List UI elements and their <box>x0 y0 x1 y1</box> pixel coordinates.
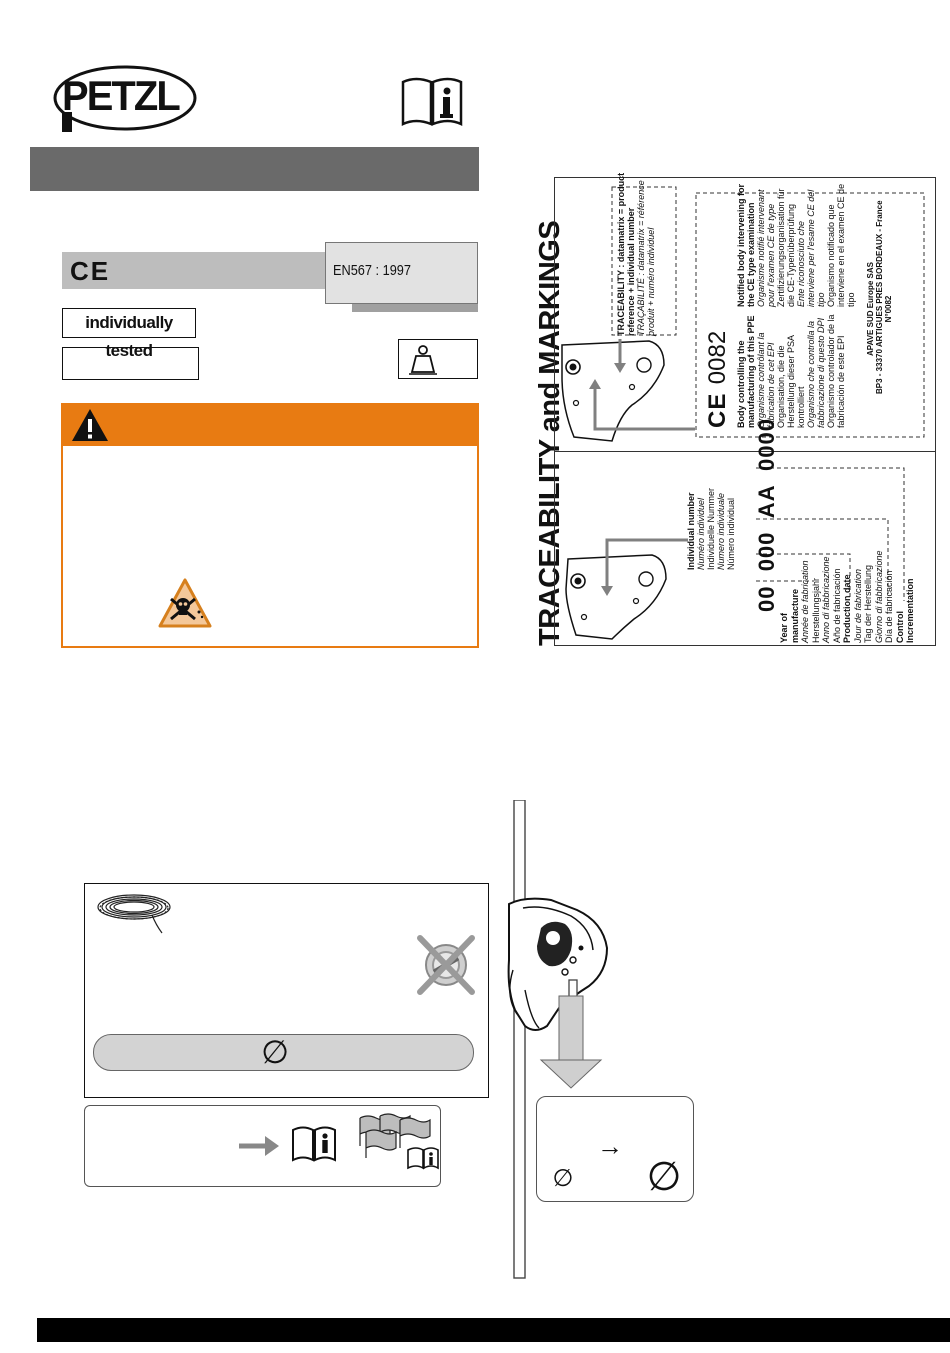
diameter-symbol-min: ∅ <box>552 1165 574 1192</box>
text-line: Numéro individuel <box>696 497 706 570</box>
petzl-logo: PETZL <box>52 64 198 132</box>
text-line: Année de fabrication <box>800 560 810 643</box>
manual-reference-box <box>84 1105 441 1187</box>
header-gray-band <box>30 147 479 191</box>
diameter-symbol-pill: ∅ <box>261 1034 289 1070</box>
text-line: Notified body intervening for <box>736 184 746 307</box>
grey-right-arrow <box>237 1133 281 1159</box>
text-line: Herstellungsjahr <box>810 577 821 643</box>
text-line: Tag der Herstellung <box>863 564 873 643</box>
text-line: Organisme notifié intervenant <box>756 189 766 307</box>
text-line: APAVE SUD Europe SAS <box>866 262 875 356</box>
down-arrow <box>539 995 603 1089</box>
text-line: Ente riconosciuto che <box>796 220 806 307</box>
pointer-arrows <box>593 339 695 590</box>
text-line: interviene en el examen CE de <box>836 183 846 307</box>
ce-band <box>62 252 326 289</box>
text-line: manufacture <box>789 588 800 643</box>
text-line: Día de fabricación <box>884 570 894 643</box>
text-line: Production date <box>842 574 852 643</box>
rope-coil-icon <box>94 891 174 935</box>
crossed-out-rope-icon <box>414 932 478 998</box>
text-line: Giorno di fabbricazione <box>873 550 884 643</box>
text-line: Organismo notificado que <box>826 204 836 307</box>
standard-box <box>325 242 478 304</box>
diameter-range-box <box>536 1096 694 1202</box>
panel-divider <box>555 451 935 452</box>
ce-mark: CE <box>70 256 111 286</box>
skull-danger-icon <box>158 577 212 629</box>
descender-device <box>507 897 609 1031</box>
footer-bar <box>37 1318 950 1342</box>
text-line: TRAÇABILITÉ : datamatrix = référence <box>636 180 646 336</box>
brand-text: PETZL <box>62 72 181 119</box>
manual-icon-small <box>291 1124 337 1162</box>
individually-tested-label: individually tested <box>62 308 196 360</box>
warning-triangle-icon <box>70 407 110 443</box>
traceability-panel <box>554 177 936 646</box>
text-line: TRACEABILITY : datamatrix = product <box>616 172 626 336</box>
text-line: Individuelle Nummer <box>706 487 716 570</box>
manual-book-info-icon <box>400 74 464 128</box>
device-drawing-top <box>561 340 665 442</box>
text-line: Individual number <box>686 492 696 570</box>
text-line: the CE type examination <box>746 202 756 307</box>
text-line: Numero individuale <box>716 492 726 570</box>
weight-box <box>398 339 478 379</box>
weight-icon <box>409 345 437 375</box>
warning-header <box>61 403 479 446</box>
diameter-pill <box>93 1034 474 1071</box>
range-arrow: → <box>597 1131 623 1161</box>
text-line: Anno di fabbricazione <box>821 556 831 643</box>
text-line: Year of <box>779 612 789 643</box>
text-line: produit + numéro individuel <box>646 227 656 336</box>
standard-text: EN567 : 1997 <box>333 262 411 279</box>
traceability-drawings <box>561 186 925 640</box>
text-line: Incrementation <box>905 578 915 643</box>
text-line: tipo <box>816 292 826 307</box>
petzl-logo-shape <box>53 65 197 132</box>
text-line: pour l'examen CE de type <box>766 203 776 307</box>
text-line: Jour de fabrication <box>852 568 863 643</box>
text-line: tipo <box>846 292 856 307</box>
rope-box <box>84 883 489 1098</box>
vertical-rope <box>513 800 526 1279</box>
text-line: Zertifizierungsorganisation für <box>776 188 786 307</box>
serial-number: 00 000 AA 0000 <box>754 418 779 612</box>
ce-number: 0082 <box>704 330 731 385</box>
text-line: BP3 - 33370 ARTIGUES PRES BORDEAUX - Fra… <box>875 200 884 394</box>
text-line: interviene per l'esame CE del <box>806 189 816 307</box>
text-line: N°0082 <box>884 295 893 323</box>
text-line: Año de fabricación <box>831 568 842 643</box>
ce-mark-small: CE <box>704 392 731 428</box>
diameter-symbol-max: ∅ <box>646 1155 682 1199</box>
device-drawing-bottom <box>565 554 667 640</box>
text-line: reference + individual number <box>626 207 636 336</box>
flags-manual-icon <box>356 1112 440 1170</box>
text-line: die CE-Typenüberprüfung <box>786 203 796 307</box>
text-line: Control <box>894 611 905 643</box>
text-line: Número individual <box>726 497 736 570</box>
ce-0082-mark: CE 0082 <box>704 318 736 428</box>
empty-field-box <box>62 347 199 380</box>
dashed-callouts <box>611 186 925 601</box>
device-on-rope-illustration <box>507 800 609 1279</box>
